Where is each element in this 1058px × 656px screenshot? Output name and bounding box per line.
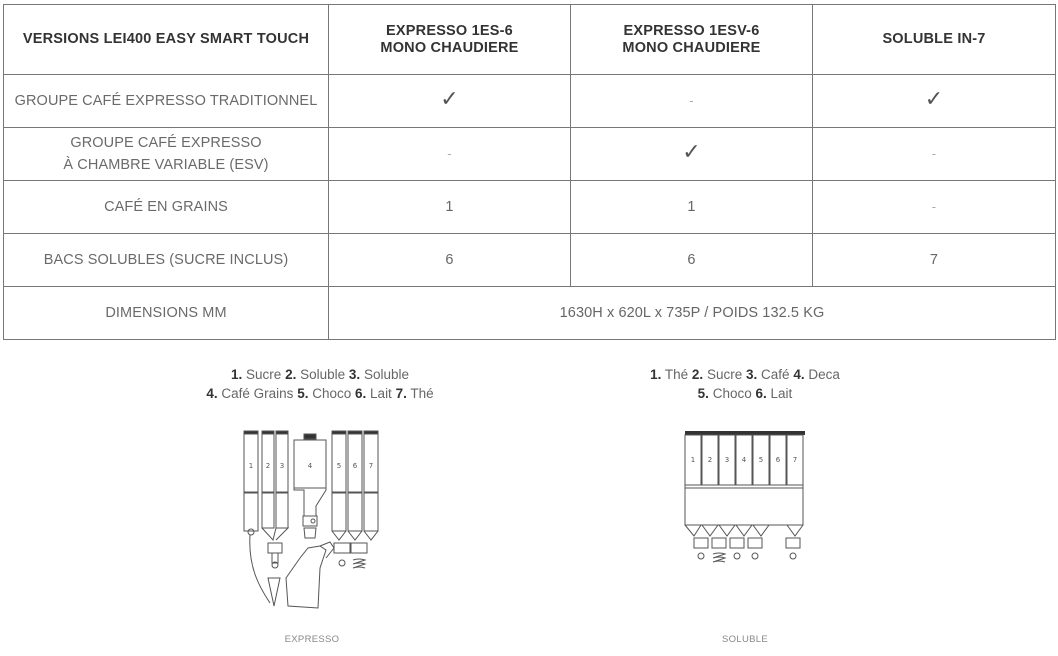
table-row: GROUPE CAFÉ EXPRESSO À CHAMBRE VARIABLE … xyxy=(3,127,1056,181)
canister-label: 6 xyxy=(353,462,358,470)
canister-label: 2 xyxy=(266,462,270,470)
table-cell: 1 xyxy=(570,180,813,234)
expresso-machine-diagram: 1 2 3 4 5 6 7 xyxy=(243,430,379,609)
table-cell: 1 xyxy=(328,180,571,234)
legend-name: Thé xyxy=(410,386,434,401)
legend-name: Choco xyxy=(712,386,752,401)
legend-line: 1. Sucre 2. Soluble 3. Soluble xyxy=(170,365,470,384)
caption-soluble: SOLUBLE xyxy=(722,634,768,645)
table-cell: ✓ xyxy=(328,74,571,128)
row-label-line: À CHAMBRE VARIABLE (ESV) xyxy=(63,157,269,173)
dimensions-value: 1630H x 620L x 735P / POIDS 132.5 KG xyxy=(328,286,1056,340)
check-icon: ✓ xyxy=(440,87,459,112)
legend-num: 5. xyxy=(297,386,309,401)
check-icon: ✓ xyxy=(682,140,701,165)
table-row: GROUPE CAFÉ EXPRESSO TRADITIONNEL ✓ - ✓ xyxy=(3,74,1056,128)
legend-num: 4. xyxy=(206,386,218,401)
canister-label: 5 xyxy=(337,462,341,470)
legend-soluble: 1. Thé 2. Sucre 3. Café 4. Deca 5. Choco… xyxy=(600,365,890,403)
legend-name: Soluble xyxy=(363,367,409,382)
legend-num: 4. xyxy=(793,367,805,382)
legend-line: 1. Thé 2. Sucre 3. Café 4. Deca xyxy=(600,365,890,384)
canister-label: 3 xyxy=(280,462,284,470)
canister-label: 4 xyxy=(308,462,313,470)
legend-name: Lait xyxy=(770,386,793,401)
canister-label: 1 xyxy=(249,462,253,470)
legend-line: 4. Café Grains 5. Choco 6. Lait 7. Thé xyxy=(170,384,470,403)
table-row: DIMENSIONS MM 1630H x 620L x 735P / POID… xyxy=(3,286,1056,340)
legend-name: Deca xyxy=(808,367,840,382)
header-line: MONO CHAUDIERE xyxy=(380,39,519,56)
caption-expresso: EXPRESSO xyxy=(284,634,340,645)
table-cell: - xyxy=(812,180,1056,234)
table-header-row: VERSIONS LEI400 EASY SMART TOUCH EXPRESS… xyxy=(3,4,1056,75)
header-expresso-1esv6: EXPRESSO 1ESV-6 MONO CHAUDIERE xyxy=(570,4,813,75)
row-label: BACS SOLUBLES (SUCRE INCLUS) xyxy=(3,233,329,287)
legend-num: 1. xyxy=(231,367,243,382)
row-label: GROUPE CAFÉ EXPRESSO TRADITIONNEL xyxy=(3,74,329,128)
legend-num: 5. xyxy=(697,386,709,401)
legend-num: 6. xyxy=(355,386,367,401)
canister-label: 7 xyxy=(793,456,797,464)
table-cell: - xyxy=(812,127,1056,181)
canister-group-right xyxy=(331,430,379,569)
table-row: CAFÉ EN GRAINS 1 1 - xyxy=(3,180,1056,234)
row-label: GROUPE CAFÉ EXPRESSO À CHAMBRE VARIABLE … xyxy=(3,127,329,181)
row-label-line: GROUPE CAFÉ EXPRESSO xyxy=(70,135,262,151)
legend-line: 5. Choco 6. Lait xyxy=(600,384,890,403)
row-label: CAFÉ EN GRAINS xyxy=(3,180,329,234)
header-line: EXPRESSO 1ES-6 xyxy=(386,22,513,39)
header-versions: VERSIONS LEI400 EASY SMART TOUCH xyxy=(3,4,329,75)
legend-name: Sucre xyxy=(706,367,743,382)
table-cell: ✓ xyxy=(812,74,1056,128)
canister-label: 2 xyxy=(708,456,712,464)
table-cell: 6 xyxy=(570,233,813,287)
soluble-canisters xyxy=(684,431,805,563)
legend-expresso: 1. Sucre 2. Soluble 3. Soluble 4. Café G… xyxy=(170,365,470,403)
legend-name: Lait xyxy=(370,386,392,401)
legend-num: 3. xyxy=(746,367,758,382)
dash: - xyxy=(931,146,937,161)
legend-num: 1. xyxy=(650,367,662,382)
legend-num: 2. xyxy=(285,367,297,382)
table-cell: 7 xyxy=(812,233,1056,287)
check-icon: ✓ xyxy=(924,87,944,112)
soluble-machine-diagram: 1 2 3 4 5 6 7 xyxy=(684,431,805,563)
specifications-table: VERSIONS LEI400 EASY SMART TOUCH EXPRESS… xyxy=(3,4,1056,340)
canister-label: 4 xyxy=(742,456,747,464)
header-soluble-in7: SOLUBLE IN-7 xyxy=(812,4,1056,75)
legend-num: 2. xyxy=(691,367,704,382)
table-cell: - xyxy=(328,127,571,181)
canister-label: 5 xyxy=(759,456,763,464)
legend-num: 7. xyxy=(395,386,407,401)
header-line: MONO CHAUDIERE xyxy=(622,39,761,56)
legend-num: 3. xyxy=(348,367,361,382)
table-cell: - xyxy=(570,74,813,128)
legend-name: Soluble xyxy=(300,367,346,382)
legend-name: Café xyxy=(761,367,790,382)
legend-name: Thé xyxy=(664,367,689,382)
header-expresso-1es6: EXPRESSO 1ES-6 MONO CHAUDIERE xyxy=(328,4,571,75)
row-label: DIMENSIONS MM xyxy=(3,286,329,340)
dash: - xyxy=(447,146,452,161)
legend-num: 6. xyxy=(755,386,767,401)
legend-name: Café Grains xyxy=(221,386,294,401)
canister-label: 7 xyxy=(369,462,373,470)
dash: - xyxy=(931,199,937,214)
canister-group-left xyxy=(243,430,290,607)
legend-name: Choco xyxy=(312,386,352,401)
table-row: BACS SOLUBLES (SUCRE INCLUS) 6 6 7 xyxy=(3,233,1056,287)
canister-label: 6 xyxy=(776,456,781,464)
legend-name: Sucre xyxy=(246,367,282,382)
coffee-bean-hopper xyxy=(285,433,335,609)
table-cell: ✓ xyxy=(570,127,813,181)
canister-label: 3 xyxy=(725,456,729,464)
canister-label: 1 xyxy=(691,456,695,464)
table-cell: 6 xyxy=(328,233,571,287)
dash: - xyxy=(689,93,694,108)
header-line: EXPRESSO 1ESV-6 xyxy=(623,22,760,39)
